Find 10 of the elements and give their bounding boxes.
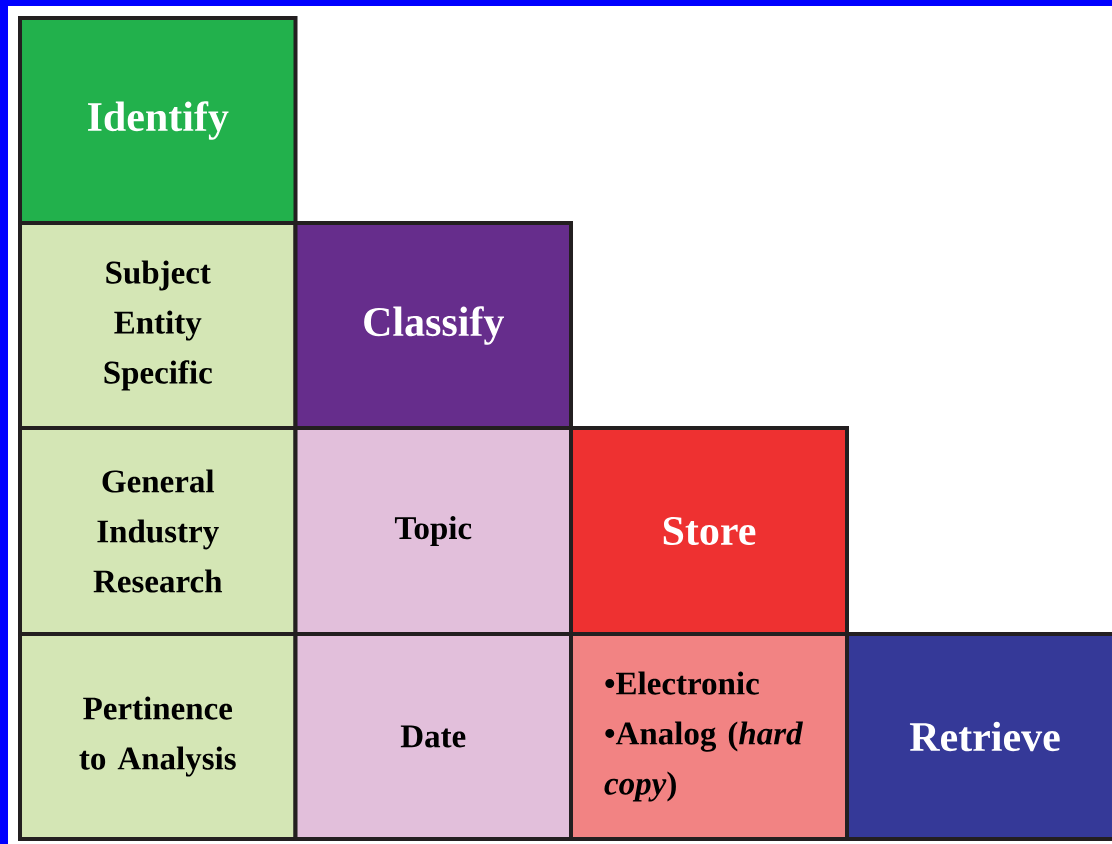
category-box: •Electronic •Analog (hard copy)	[569, 632, 849, 841]
step-box: Classify	[293, 221, 573, 430]
category-box: Date	[293, 632, 573, 841]
step-box: Retrieve	[845, 632, 1112, 841]
category-box: Pertinence to Analysis	[18, 632, 298, 841]
step-box: Identify	[18, 16, 298, 225]
step-box: Store	[569, 426, 849, 636]
category-box: Topic	[293, 426, 573, 636]
category-box: Subject Entity Specific	[18, 221, 298, 430]
category-box: General Industry Research	[18, 426, 298, 636]
